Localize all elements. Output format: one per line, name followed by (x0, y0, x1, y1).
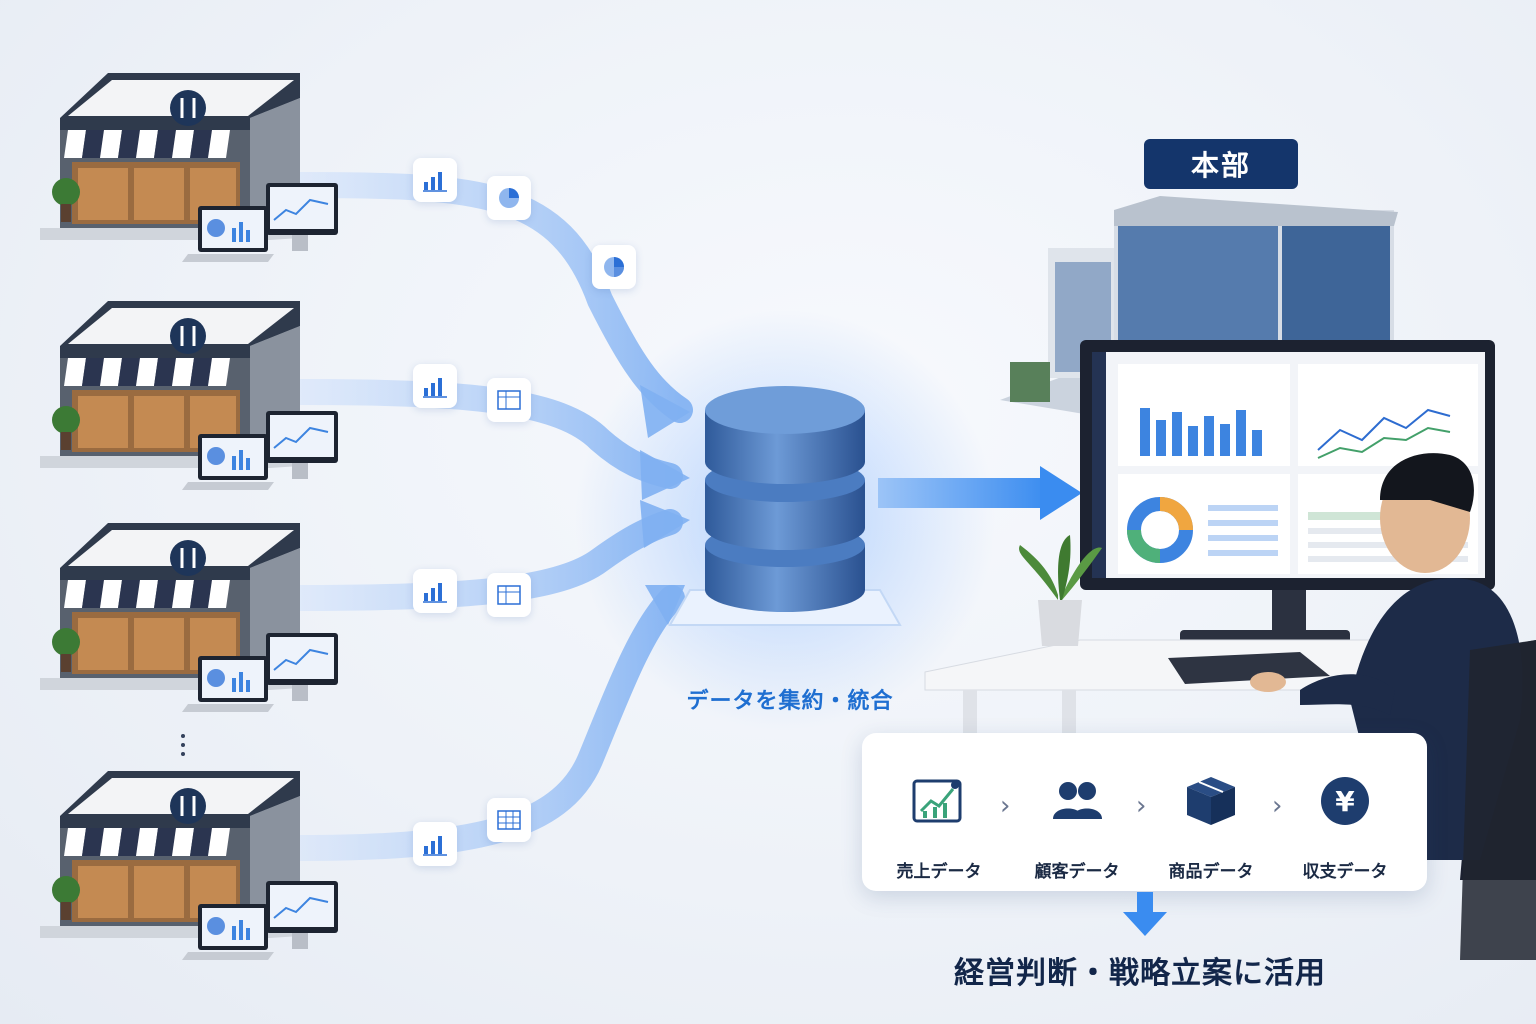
customers-icon (1047, 773, 1107, 829)
database-label: データを集約・統合 (660, 683, 920, 715)
chevron-right-icon: › (1000, 791, 1010, 821)
pie-chart-icon (496, 185, 522, 211)
product-box-icon (1181, 773, 1241, 829)
bar-chart-chip-4 (413, 822, 457, 866)
more-stores-ellipsis (180, 729, 186, 761)
hq-arrow-head (1040, 466, 1082, 520)
database-icon (705, 386, 865, 612)
down-arrow-icon (1120, 892, 1170, 938)
restaurant-store-2 (38, 296, 338, 496)
data-type-label: 商品データ (1156, 857, 1266, 882)
svg-text:¥: ¥ (1335, 785, 1355, 818)
data-type-label: 顧客データ (1022, 857, 1132, 882)
pie-chart-icon (601, 254, 627, 280)
data-type-products: 商品データ (1156, 773, 1266, 882)
pie-chart-chip-2 (592, 245, 636, 289)
office-chair (1460, 640, 1536, 960)
bar-chart-icon (422, 374, 448, 398)
yen-coin-icon: ¥ (1315, 773, 1375, 829)
bar-chart-icon (422, 579, 448, 603)
restaurant-store-1 (38, 68, 338, 268)
table-icon (496, 389, 522, 411)
data-type-label: 収支データ (1290, 857, 1400, 882)
table-chip-3 (487, 798, 531, 842)
hq-arrow-shaft (878, 478, 1048, 508)
data-type-customers: 顧客データ (1022, 773, 1132, 882)
data-type-income-expense: ¥ 収支データ (1290, 773, 1400, 882)
chevron-right-icon: › (1272, 791, 1282, 821)
table-chip-2 (487, 573, 531, 617)
table-icon (496, 809, 522, 831)
sales-chart-icon (909, 773, 969, 829)
data-types-panel: 売上データ › 顧客データ › 商品データ › ¥ (862, 733, 1427, 891)
restaurant-store-4 (38, 766, 338, 966)
chevron-right-icon: › (1136, 791, 1146, 821)
hq-badge: 本部 (1144, 139, 1298, 189)
bar-chart-chip-2 (413, 364, 457, 408)
bar-chart-chip-3 (413, 569, 457, 613)
data-type-sales: 売上データ (884, 773, 994, 882)
table-chip (487, 378, 531, 422)
pie-chart-chip (487, 176, 531, 220)
data-type-label: 売上データ (884, 857, 994, 882)
conclusion-text: 経営判断・戦略立案に活用 (880, 948, 1400, 992)
restaurant-store-3 (38, 518, 338, 718)
table-icon (496, 584, 522, 606)
bar-chart-icon (422, 832, 448, 856)
bar-chart-chip (413, 158, 457, 202)
bar-chart-icon (422, 168, 448, 192)
